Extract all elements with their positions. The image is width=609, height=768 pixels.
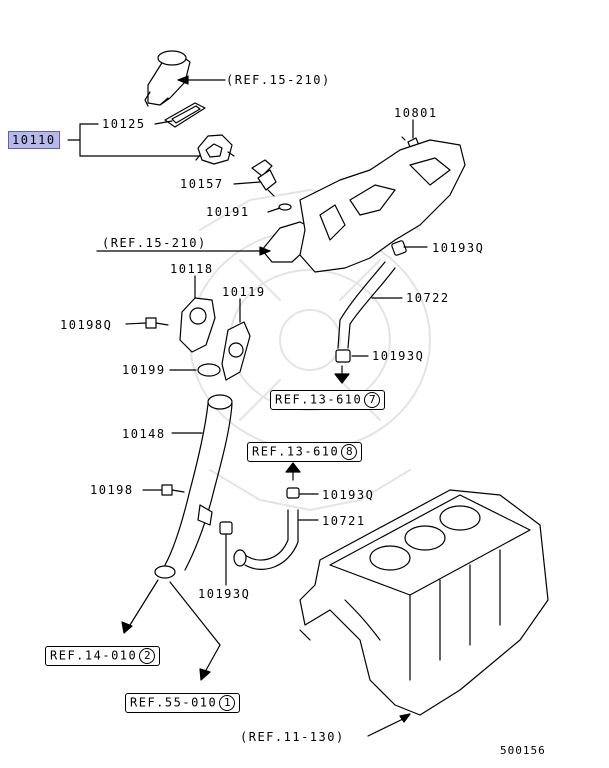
label-10193q-bottom[interactable]: 10193Q — [198, 587, 251, 601]
gasket-10125 — [164, 102, 206, 128]
ref-14-010-2-num: 2 — [139, 648, 156, 664]
ref-15-210-mid[interactable]: (REF.15-210) — [102, 236, 207, 250]
thermostat-body — [195, 134, 235, 165]
ref-55-010-1-num: 1 — [219, 695, 236, 711]
label-10118[interactable]: 10118 — [170, 262, 214, 276]
hose-10721 — [219, 462, 301, 570]
thermostat-housing-cover — [144, 50, 191, 107]
label-10191[interactable]: 10191 — [206, 205, 250, 219]
label-10193q-mid[interactable]: 10193Q — [372, 349, 425, 363]
highlighted-part-10110[interactable]: 10110 — [8, 131, 60, 149]
label-10157[interactable]: 10157 — [180, 177, 224, 191]
ref-13-610-8-text: REF.13-610 — [252, 444, 340, 459]
ref-13-610-8-num: 8 — [341, 444, 358, 460]
ref-55-010-1-text: REF.55-010 — [130, 695, 218, 710]
label-10193q-upper[interactable]: 10193Q — [432, 241, 485, 255]
engine-block — [299, 489, 549, 716]
label-10125[interactable]: 10125 — [102, 117, 146, 131]
bolt-10198q — [145, 317, 169, 329]
gasket-10191 — [278, 203, 292, 211]
ref-13-610-7-num: 7 — [364, 392, 381, 408]
gasket-10119 — [221, 321, 251, 381]
ref-11-130[interactable]: (REF.11-130) — [240, 730, 345, 744]
label-10148[interactable]: 10148 — [122, 427, 166, 441]
label-10119[interactable]: 10119 — [222, 285, 266, 299]
diagram-number: 500156 — [500, 744, 546, 757]
label-10721[interactable]: 10721 — [322, 514, 366, 528]
thermostat-case-10118 — [179, 297, 216, 353]
hose-10722 — [334, 240, 407, 384]
bolt-10198 — [161, 484, 185, 496]
label-10198q[interactable]: 10198Q — [60, 318, 113, 332]
water-outlet-fitting — [261, 139, 466, 273]
label-10801[interactable]: 10801 — [394, 106, 438, 120]
ref-15-210-top[interactable]: (REF.15-210) — [226, 73, 331, 87]
temp-sensor-10157 — [251, 159, 277, 197]
ref-13-610-7-text: REF.13-610 — [275, 392, 363, 407]
label-10198[interactable]: 10198 — [90, 483, 134, 497]
ref-14-010-2-text: REF.14-010 — [50, 648, 138, 663]
label-10722[interactable]: 10722 — [406, 291, 450, 305]
leader-lines — [67, 75, 428, 737]
label-10199[interactable]: 10199 — [122, 363, 166, 377]
water-pipe-10148 — [154, 394, 233, 579]
label-10193q-lower[interactable]: 10193Q — [322, 488, 375, 502]
oring-10199 — [197, 363, 221, 377]
